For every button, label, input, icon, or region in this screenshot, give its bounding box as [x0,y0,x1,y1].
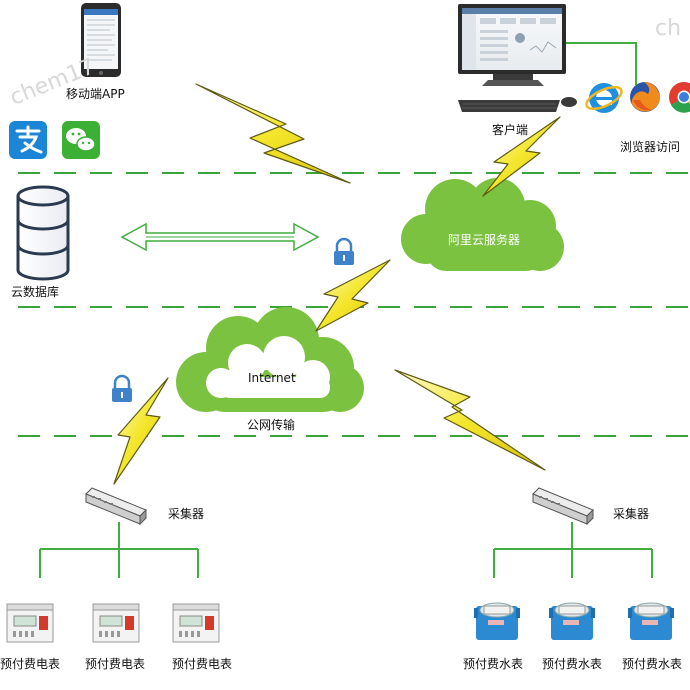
bolt-mobile-to-cloud [195,83,351,184]
bolt-internet-to-left [113,377,169,485]
mobile-phone-icon [81,3,121,77]
internet-label: Internet [248,371,296,385]
lock-icon [112,374,132,402]
collector-device-icon [532,487,594,526]
aliyun-cloud [401,178,564,271]
database-icon [16,185,70,281]
client-label: 客户端 [492,123,529,137]
meter-label: 预付费水表 [463,657,524,671]
aliyun-server-label: 阿里云服务器 [448,233,521,247]
lightning-bolts [113,83,561,485]
browser-access-label: 浏览器访问 [620,140,681,154]
meter-label: 预付费电表 [172,657,233,671]
meter-label: 预付费水表 [622,657,683,671]
electric-meter-icon [6,603,54,643]
meter-label: 预付费电表 [85,657,146,671]
firefox-icon [630,82,661,112]
desktop-computer-icon [458,4,577,112]
cloud-database-label: 云数据库 [11,285,60,299]
collector-label: 采集器 [613,507,650,521]
ie-icon [585,83,623,113]
chrome-icon [669,82,690,113]
meter-label: 预付费电表 [0,657,61,671]
collector-label: 采集器 [168,507,205,521]
double-arrow-icon [120,222,320,252]
internet-cloud [176,307,364,412]
electric-meter-icon [92,603,140,643]
water-meter-icon [474,602,520,640]
mobile-app-label: 移动端APP [66,87,125,101]
watermark: ch [655,16,682,41]
alipay-icon [9,121,47,159]
bolt-internet-to-right [394,369,546,471]
wechat-icon [62,121,100,159]
bolt-aliyun-to-internet [315,259,391,332]
connector-lines [39,42,653,578]
public-network-label: 公网传输 [247,418,296,432]
lock-icon [334,237,354,265]
collector-device-icon [85,487,147,526]
bolt-client-to-cloud [482,116,561,197]
meter-label: 预付费水表 [542,657,603,671]
electric-meter-icon [172,603,220,643]
water-meter-icon [549,602,595,640]
water-meter-icon [628,602,674,640]
